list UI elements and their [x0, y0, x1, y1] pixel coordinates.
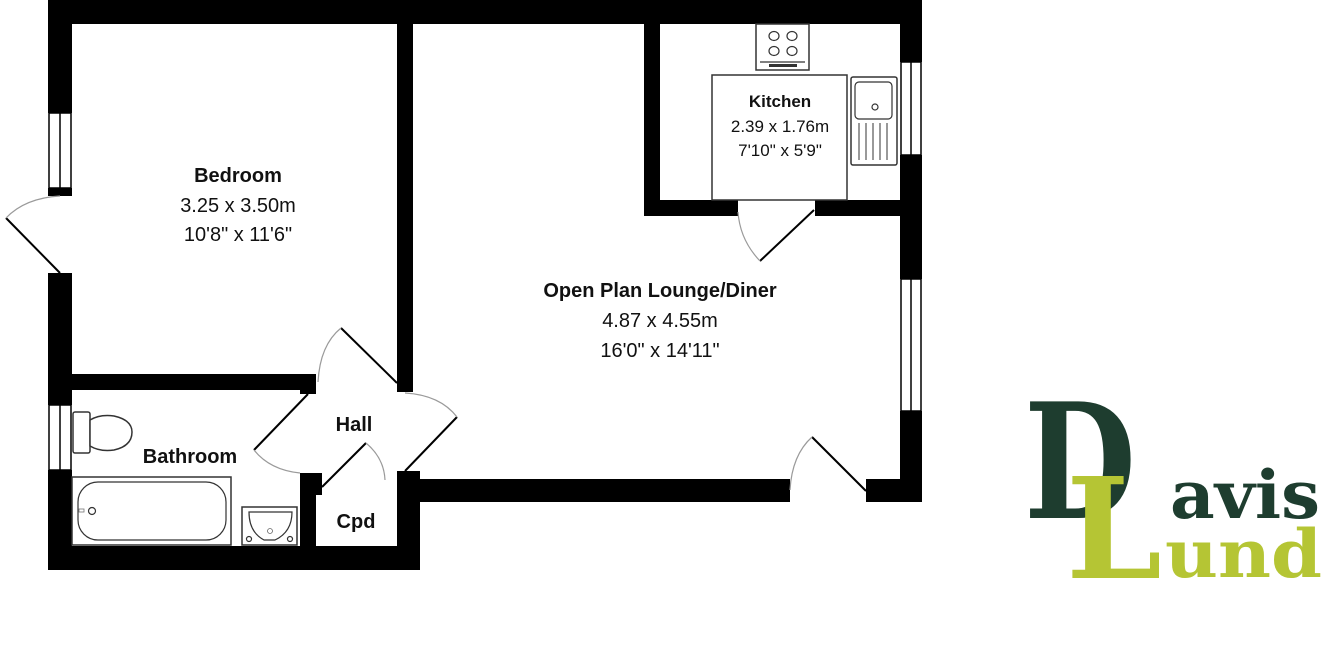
door-hall-cupboard: [321, 442, 386, 488]
davis-lund-logo: D L avis und: [1024, 368, 1322, 612]
logo-word-avis: avis: [1170, 456, 1320, 534]
room-label-bathroom: Bathroom: [143, 446, 237, 468]
door-kitchen: [737, 209, 815, 262]
room-label-lounge: Open Plan Lounge/Diner 4.87 x 4.55m 16'0…: [543, 280, 777, 362]
kitchen-worktop: [711, 74, 848, 201]
room-name: Bedroom: [194, 165, 282, 187]
logo-initial-l: L: [1066, 448, 1162, 612]
door-lounge-external: [789, 436, 867, 492]
room-label-kitchen: Kitchen 2.39 x 1.76m 7'10" x 5'9": [731, 92, 829, 160]
fixtures: [71, 23, 898, 546]
hob-icon: [755, 23, 810, 71]
basin-icon: [241, 506, 298, 546]
walls: [48, 0, 922, 570]
toilet-icon: [72, 411, 133, 454]
room-dimensions-metric: 4.87 x 4.55m: [602, 310, 718, 332]
door-hall-bathroom: [253, 393, 309, 474]
room-label-hall: Hall: [336, 414, 373, 436]
door-hall-lounge: [404, 392, 458, 472]
room-label-cupboard: Cpd: [337, 511, 376, 533]
window-lounge: [900, 278, 922, 412]
door-bedroom-external: [5, 195, 61, 274]
room-dimensions-imperial: 16'0" x 14'11": [600, 340, 719, 362]
window-bedroom: [48, 112, 72, 189]
windows: [48, 61, 922, 471]
window-bathroom: [48, 404, 72, 471]
doors: [5, 195, 867, 492]
door-hall-bedroom: [317, 327, 398, 384]
room-label-bedroom: Bedroom 3.25 x 3.50m 10'8" x 11'6": [180, 165, 296, 246]
logo-word-und: und: [1165, 515, 1322, 593]
room-name: Kitchen: [749, 92, 811, 111]
room-dimensions-imperial: 10'8" x 11'6": [184, 224, 292, 246]
room-dimensions-imperial: 7'10" x 5'9": [738, 141, 822, 160]
window-kitchen: [900, 61, 922, 156]
room-name: Open Plan Lounge/Diner: [543, 280, 777, 302]
bath-icon: [71, 476, 232, 546]
room-dimensions-metric: 2.39 x 1.76m: [731, 117, 829, 136]
logo-initial-d: D: [1024, 368, 1136, 556]
sink-icon: [850, 76, 898, 166]
room-dimensions-metric: 3.25 x 3.50m: [180, 195, 296, 217]
